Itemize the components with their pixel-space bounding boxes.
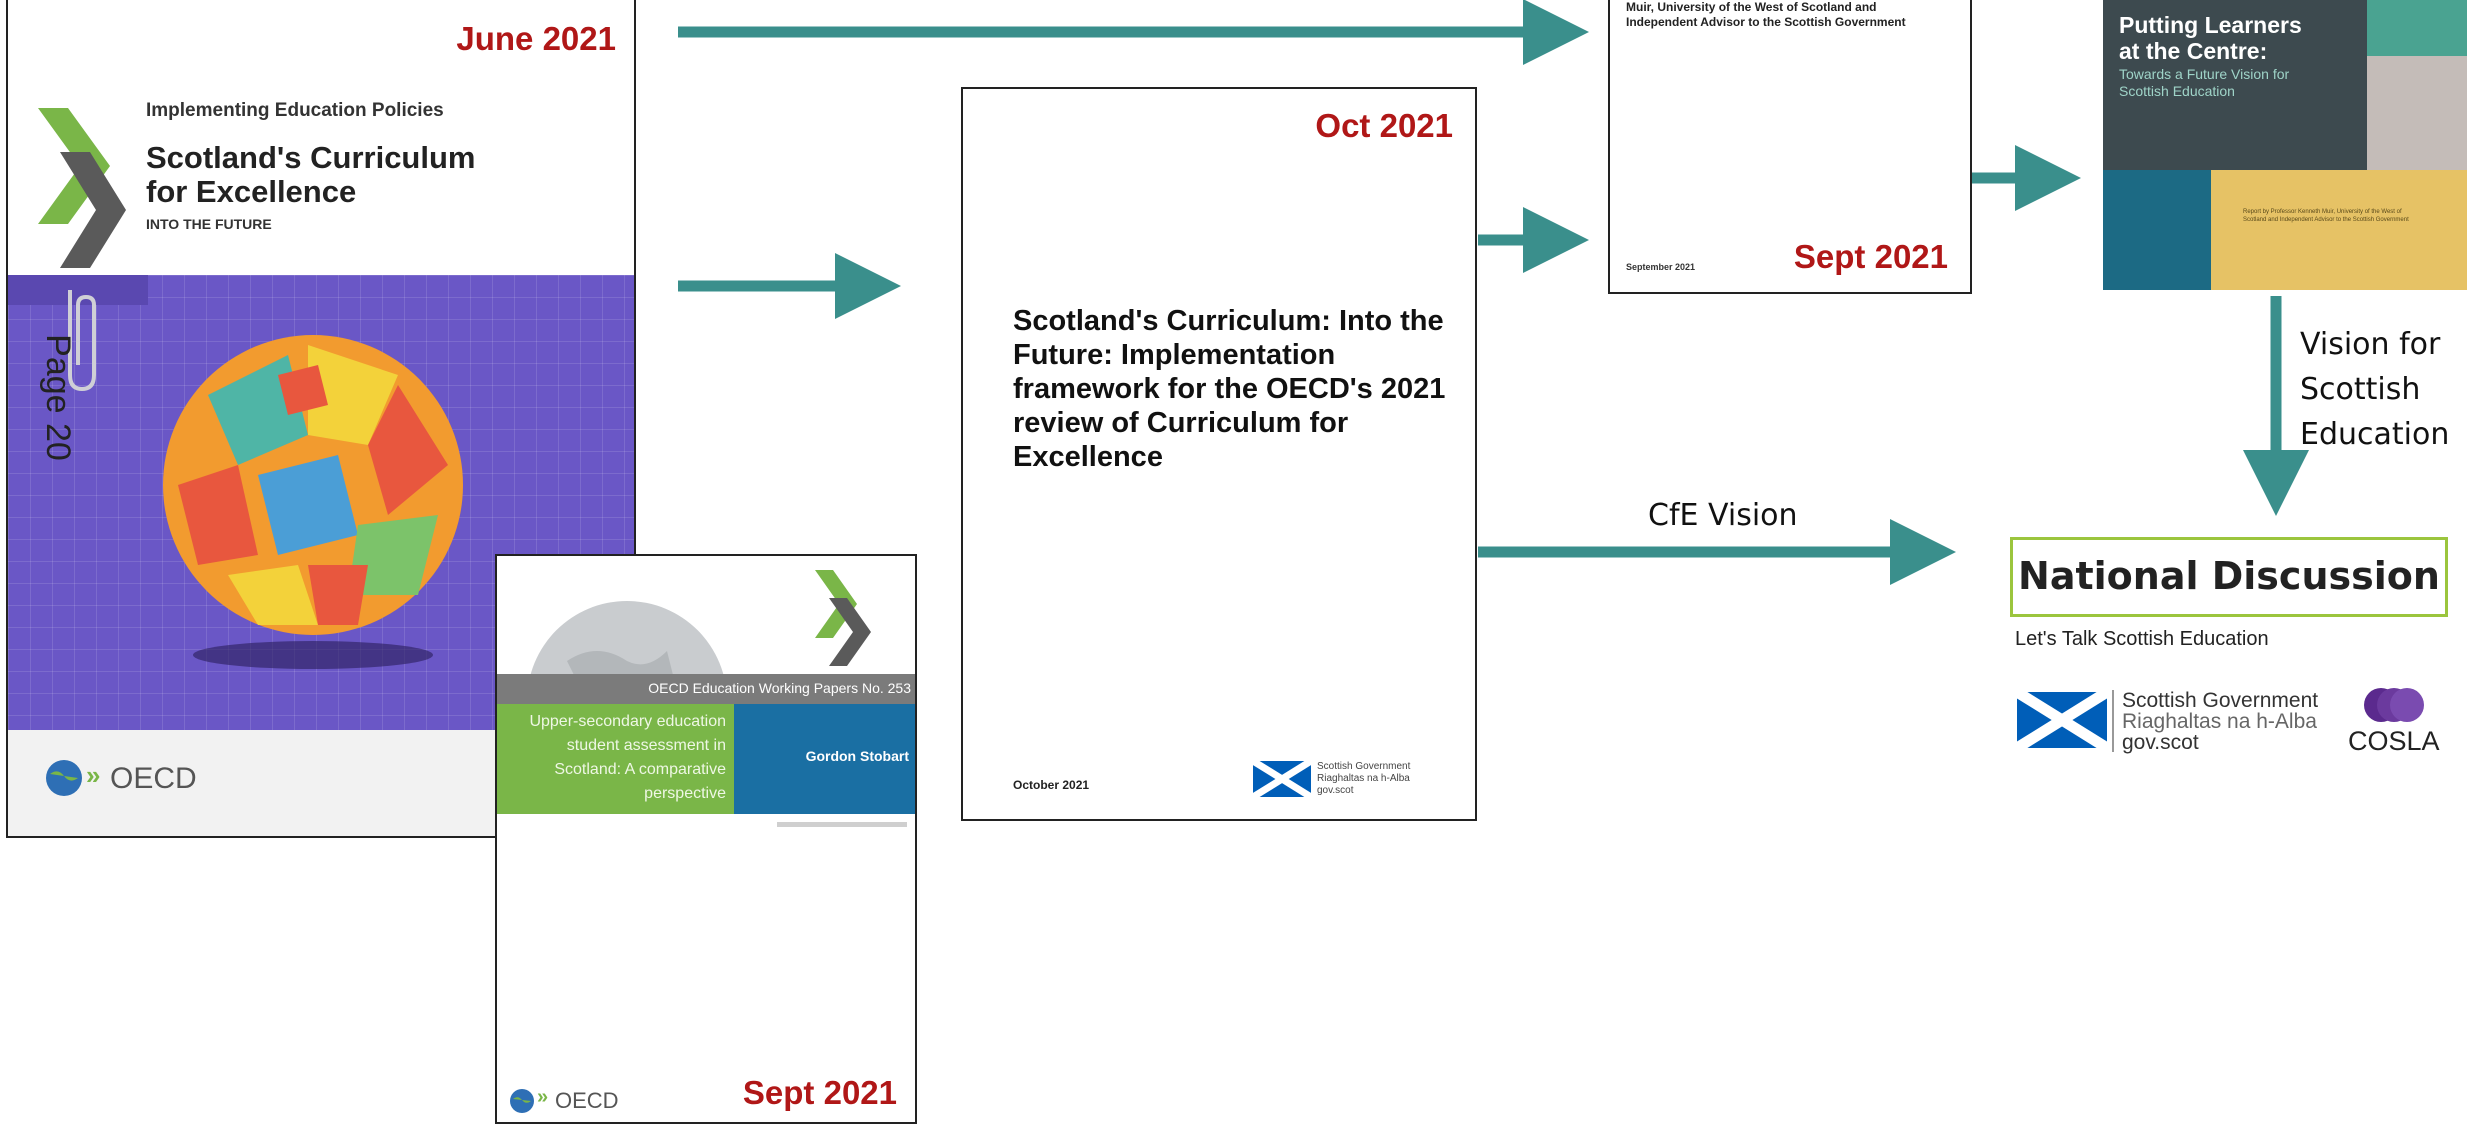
national-discussion-tagline: Let's Talk Scottish Education (2015, 628, 2269, 650)
author-box: Gordon Stobart (734, 704, 915, 814)
scottish-government-logo-text: Scottish Government Riaghaltas na h-Alba… (2122, 690, 2318, 753)
divider (2112, 690, 2114, 752)
subtitle: INTO THE FUTURE (146, 216, 272, 232)
title-line-1: Putting Learners (2119, 12, 2302, 38)
report-by: Report by Professor Kenneth Muir, Univer… (2243, 209, 2409, 223)
date-label: Sept 2021 (742, 1074, 897, 1111)
title-line-2: at the Centre: (2119, 38, 2268, 64)
working-paper-series-bar: OECD Education Working Papers No. 253 (497, 674, 915, 704)
saltire-flag-icon (2017, 692, 2107, 748)
publisher-label: OECD (110, 762, 197, 795)
date-label: Oct 2021 (1315, 107, 1453, 144)
national-discussion-box: National Discussion (2010, 537, 2448, 617)
title: Scotland's Curriculum: Into the Future: … (1013, 305, 1446, 473)
origami-ball-image (163, 335, 463, 669)
publisher-label: OECD (555, 1088, 619, 1113)
oecd-chevron-logo-icon (38, 108, 126, 268)
page-number-label: Page 20 (38, 334, 77, 461)
footer-date: September 2021 (1626, 262, 1696, 272)
oecd-chevron-logo-icon (815, 570, 871, 666)
title-box: Upper-secondary education student assess… (497, 704, 734, 814)
muir-consultation-cover: Muir, University of the West of Scotland… (1608, 0, 1972, 294)
series-label: OECD Education Working Papers No. 253 (648, 680, 911, 696)
title: Upper-secondary education student assess… (529, 713, 726, 802)
cfe-vision-label: CfE Vision (1648, 498, 1798, 533)
doi-line (777, 822, 907, 827)
publisher-line-1: Scottish Government (1317, 761, 1411, 772)
date-label: Sept 2021 (1793, 238, 1948, 275)
implementation-framework-cover: Oct 2021 Scotland's Curriculum: Into the… (961, 87, 1477, 821)
gov-line-1: Scottish Government (2122, 689, 2319, 712)
oecd-globe-icon (510, 1089, 534, 1113)
footer-date: October 2021 (1013, 778, 1090, 792)
publisher-block: Scottish Government Riaghaltas na h-Alba… (1317, 761, 1410, 797)
cosla-logo-icon (2364, 688, 2424, 722)
title-line-1: Scotland's Curriculum (146, 140, 476, 175)
title-line-2: for Excellence (146, 174, 357, 209)
muir-report-cover: Putting Learners at the Centre: Towards … (2103, 0, 2467, 290)
date-label: June 2021 (456, 20, 616, 57)
national-discussion-title: National Discussion (2018, 554, 2440, 598)
series-label: Implementing Education Policies (146, 100, 444, 121)
gov-line-3: gov.scot (2122, 731, 2199, 754)
intro-text: Muir, University of the West of Scotland… (1626, 0, 1906, 29)
oecd-working-paper-cover: OECD Education Working Papers No. 253 Up… (495, 554, 917, 1124)
oecd-globe-icon (46, 760, 82, 796)
publisher-line-2: Riaghaltas na h-Alba (1317, 773, 1410, 784)
oecd-chevrons-small-icon: » (537, 1086, 549, 1108)
publisher-line-3: gov.scot (1317, 785, 1354, 796)
author: Gordon Stobart (805, 748, 909, 764)
oecd-chevrons-small-icon: » (86, 760, 101, 790)
paperclip-icon (68, 290, 96, 392)
gov-line-2: Riaghaltas na h-Alba (2122, 710, 2317, 733)
subtitle: Towards a Future Vision for Scottish Edu… (2119, 66, 2290, 99)
cosla-label: COSLA (2348, 726, 2440, 756)
vision-label: Vision for Scottish Education (2300, 327, 2450, 452)
saltire-flag-icon (1253, 761, 1311, 797)
